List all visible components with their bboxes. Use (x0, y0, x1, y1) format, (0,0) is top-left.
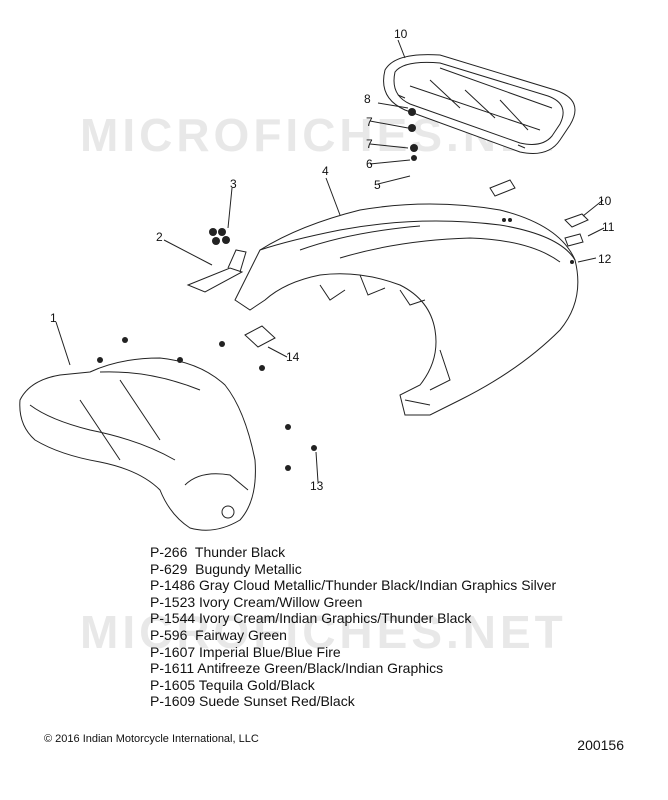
color-code-item: P-1609 Suede Sunset Red/Black (150, 693, 355, 710)
callout-3: 3 (230, 177, 237, 191)
backrest-pad (19, 357, 256, 531)
document-number: 200156 (577, 737, 624, 753)
callout-5: 5 (374, 178, 381, 192)
color-code-item: P-1486 Gray Cloud Metallic/Thunder Black… (150, 577, 557, 594)
callout-11: 11 (602, 220, 615, 234)
mount-bracket (186, 249, 247, 293)
color-code-item: P-1544 Ivory Cream/Indian Graphics/Thund… (150, 610, 472, 627)
color-code-item: P-1523 Ivory Cream/Willow Green (150, 593, 363, 610)
fasteners (97, 108, 574, 471)
callout-2: 2 (156, 230, 163, 244)
parts-diagram: 10 8 7 7 6 5 3 2 4 1 10 11 12 14 13 (19, 27, 615, 531)
callout-8: 8 (364, 92, 371, 106)
callout-12: 12 (598, 252, 612, 266)
copyright-notice: © 2016 Indian Motorcycle International, … (44, 733, 259, 745)
clip-plate (564, 213, 589, 228)
color-code-item: P-629 Bugundy Metallic (150, 560, 302, 577)
watermark-bottom: MICROFICHES.NET (80, 606, 567, 658)
color-code-item: P-596 Fairway Green (150, 626, 287, 643)
callout-9: 10 (394, 27, 408, 41)
callout-1: 1 (50, 311, 57, 325)
callout-6: 6 (366, 157, 373, 171)
callout-4: 4 (322, 164, 329, 178)
hinge-plate (489, 179, 516, 197)
small-plate (244, 325, 276, 348)
color-code-item: P-1607 Imperial Blue/Blue Fire (150, 643, 341, 660)
color-code-item: P-1605 Tequila Gold/Black (150, 676, 315, 693)
callout-7a: 7 (366, 115, 373, 129)
color-code-item: P-266 Thunder Black (150, 544, 286, 560)
callout-14: 14 (286, 350, 300, 364)
trunk-body (234, 203, 579, 416)
color-code-item: P-1611 Antifreeze Green/Black/Indian Gra… (150, 660, 444, 677)
color-code-list: P-266 Thunder Black P-629 Bugundy Metall… (150, 544, 556, 710)
clip-bracket (564, 233, 584, 247)
callout-10: 10 (598, 194, 612, 208)
callout-13: 13 (310, 479, 324, 493)
callout-7b: 7 (366, 137, 373, 151)
luggage-rack (383, 54, 576, 154)
